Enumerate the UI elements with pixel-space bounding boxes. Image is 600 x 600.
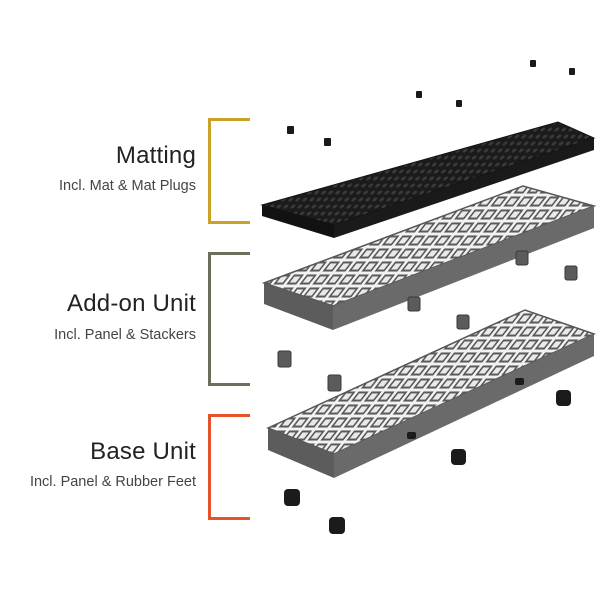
matting-subtitle: Incl. Mat & Mat Plugs xyxy=(59,178,196,194)
addon-title: Add-on Unit xyxy=(67,290,196,317)
addon-panel xyxy=(261,185,597,330)
addon-subtitle: Incl. Panel & Stackers xyxy=(54,327,196,343)
base-rubber-feet xyxy=(284,378,571,534)
mat-plugs xyxy=(287,60,575,146)
base-subtitle: Incl. Panel & Rubber Feet xyxy=(29,474,196,490)
base-title: Base Unit xyxy=(90,438,196,465)
addon-stackers xyxy=(277,250,578,392)
matting-title: Matting xyxy=(115,142,196,169)
addon-bracket xyxy=(208,252,250,386)
base-panel xyxy=(266,309,597,478)
base-bracket xyxy=(208,414,250,520)
matting-bracket xyxy=(208,118,250,224)
matting-mat xyxy=(260,121,596,238)
